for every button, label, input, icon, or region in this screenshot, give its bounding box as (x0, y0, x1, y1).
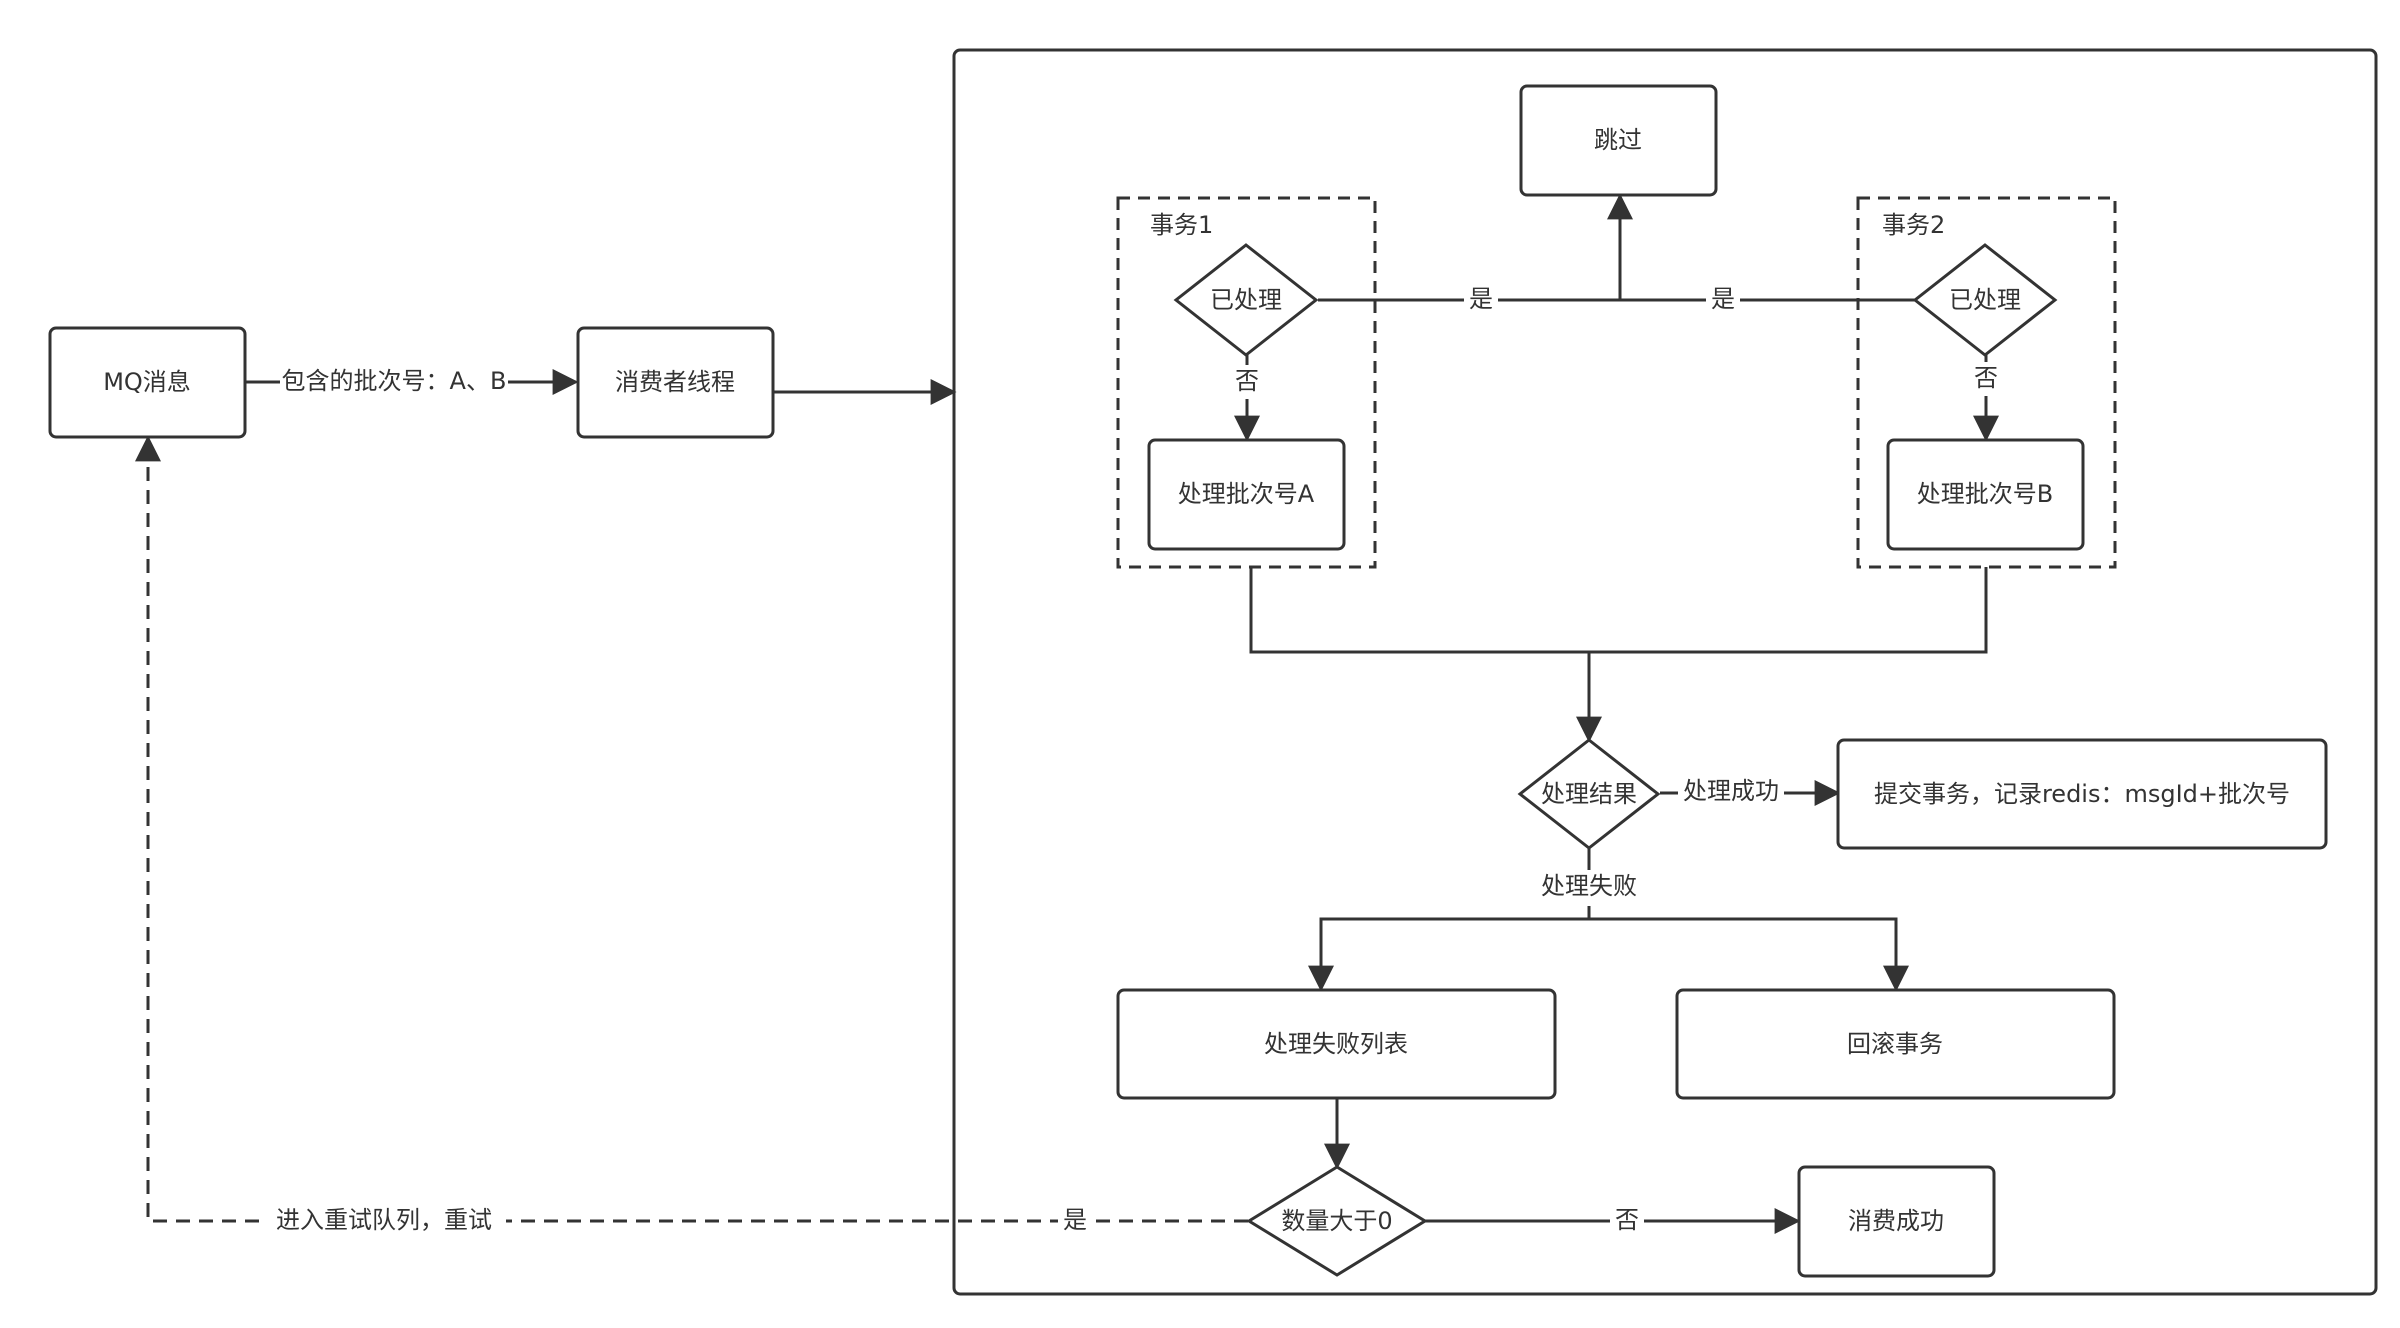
edge-label-yes-left: 是 (1469, 285, 1493, 313)
processed2-label: 已处理 (1949, 286, 2021, 314)
edge-label-no-2: 否 (1974, 364, 1998, 392)
process-result-decision: 处理结果 (1517, 738, 1661, 850)
count-gt-zero-label: 数量大于0 (1281, 1207, 1392, 1235)
rollback-label: 回滚事务 (1847, 1030, 1943, 1058)
edge-failure-split (1319, 917, 1898, 988)
mq-message-label: MQ消息 (103, 368, 191, 396)
edge-merge-transactions (1249, 567, 1988, 654)
edge-label-yes-retry: 是 (1063, 1206, 1087, 1234)
commit-label: 提交事务，记录redis：msgId+批次号 (1874, 780, 2290, 808)
process-result-label: 处理结果 (1541, 780, 1637, 808)
mq-message-node: MQ消息 (48, 326, 247, 439)
process-batch-b-label: 处理批次号B (1917, 480, 2053, 508)
consume-success-label: 消费成功 (1848, 1207, 1944, 1235)
edge-label-yes-right: 是 (1711, 285, 1735, 313)
transaction2-group (1856, 196, 2117, 569)
failed-list-node: 处理失败列表 (1116, 988, 1557, 1100)
rollback-node: 回滚事务 (1675, 988, 2116, 1100)
edge-label-retry-queue: 进入重试队列，重试 (276, 1206, 492, 1234)
commit-node: 提交事务，记录redis：msgId+批次号 (1836, 738, 2328, 850)
process-batch-a-label: 处理批次号A (1178, 480, 1315, 508)
processed1-decision: 已处理 (1173, 243, 1319, 357)
edge-label-no-success: 否 (1615, 1206, 1639, 1234)
processed2-decision: 已处理 (1912, 243, 2058, 357)
consumer-thread-node: 消费者线程 (576, 326, 775, 439)
failed-list-label: 处理失败列表 (1264, 1030, 1408, 1058)
transaction2-label: 事务2 (1882, 211, 1945, 239)
edge-retry-to-mq (135, 435, 1248, 1223)
process-batch-a-node: 处理批次号A (1147, 438, 1346, 551)
consumer-thread-label: 消费者线程 (615, 368, 735, 396)
edge-label-process-failure: 处理失败 (1541, 872, 1637, 900)
consume-success-node: 消费成功 (1797, 1165, 1996, 1278)
transaction1-group (1116, 196, 1377, 569)
edge-label-process-success: 处理成功 (1683, 777, 1779, 805)
edge-label-contains-batches: 包含的批次号：A、B (282, 367, 507, 395)
transaction1-label: 事务1 (1150, 211, 1213, 239)
processed1-label: 已处理 (1210, 286, 1282, 314)
count-gt-zero-decision: 数量大于0 (1246, 1165, 1428, 1277)
skip-label: 跳过 (1594, 126, 1642, 154)
skip-node: 跳过 (1519, 84, 1718, 197)
process-batch-b-node: 处理批次号B (1886, 438, 2085, 551)
edge-label-no-1: 否 (1235, 367, 1259, 395)
